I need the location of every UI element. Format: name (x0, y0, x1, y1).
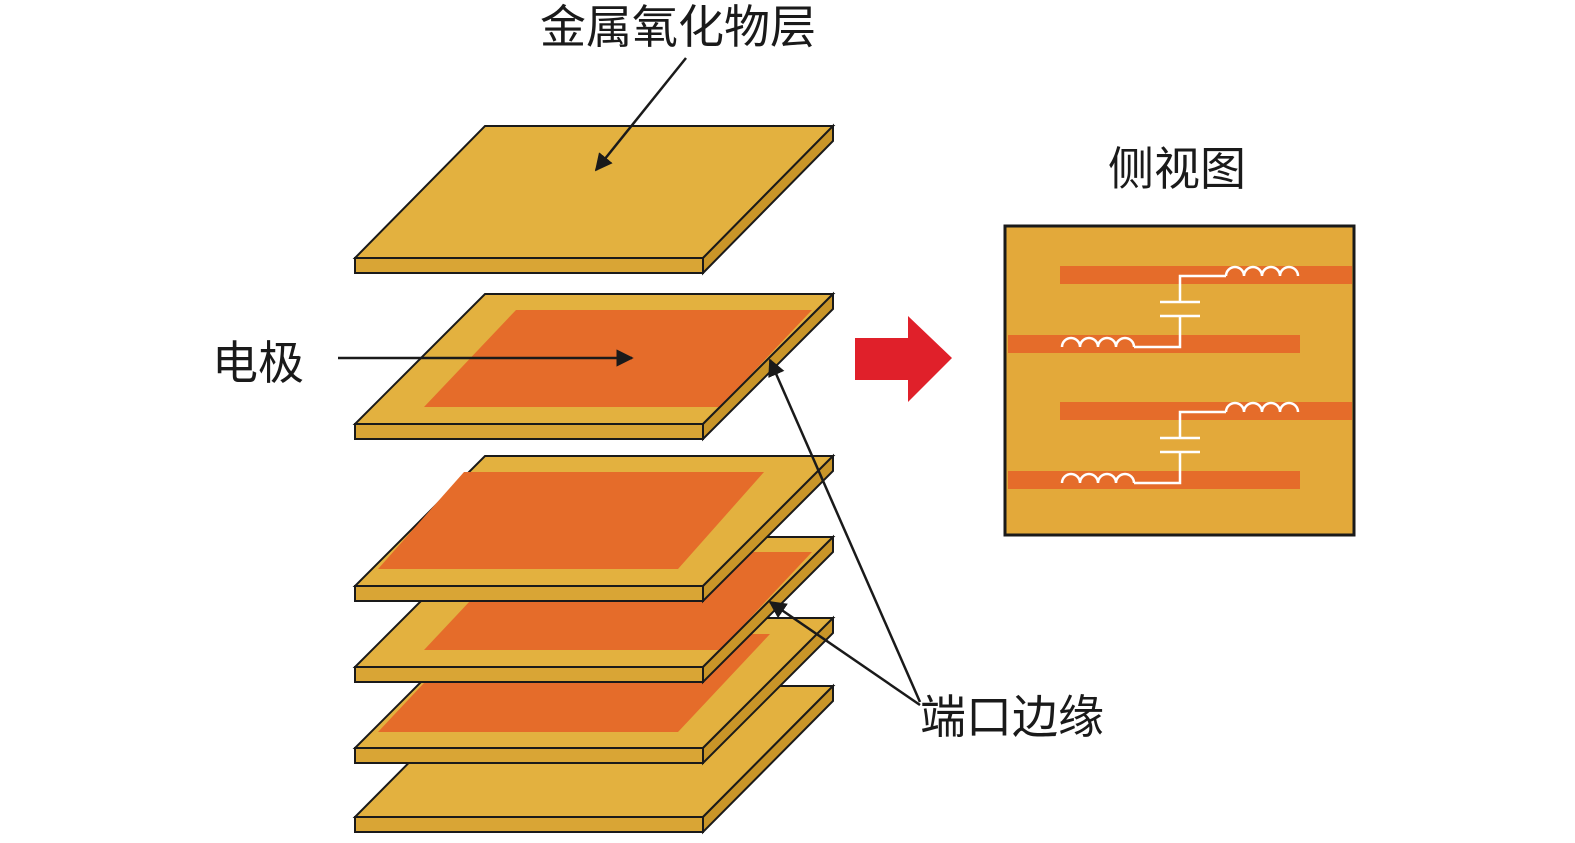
electrode-layer-2 (352, 453, 836, 604)
electrode-label: 电极 (212, 336, 304, 390)
equivalent-circuit-lower (1060, 401, 1300, 485)
metal-oxide-layer (352, 123, 836, 276)
side-view-label: 侧视图 (1108, 142, 1246, 196)
right-arrow-icon (855, 316, 952, 402)
side-view-panel (1003, 224, 1356, 537)
metal-oxide-layer-label: 金属氧化物层 (540, 0, 816, 54)
port-edge-label: 端口边缘 (920, 690, 1104, 744)
metal-oxide-arrow (594, 57, 687, 172)
port-edge-arrow-upper (768, 358, 922, 703)
electrode-layer-1 (352, 291, 836, 442)
equivalent-circuit-upper (1060, 265, 1300, 349)
electrode-plate (378, 472, 764, 569)
port-edge-arrow-lower (768, 600, 921, 707)
